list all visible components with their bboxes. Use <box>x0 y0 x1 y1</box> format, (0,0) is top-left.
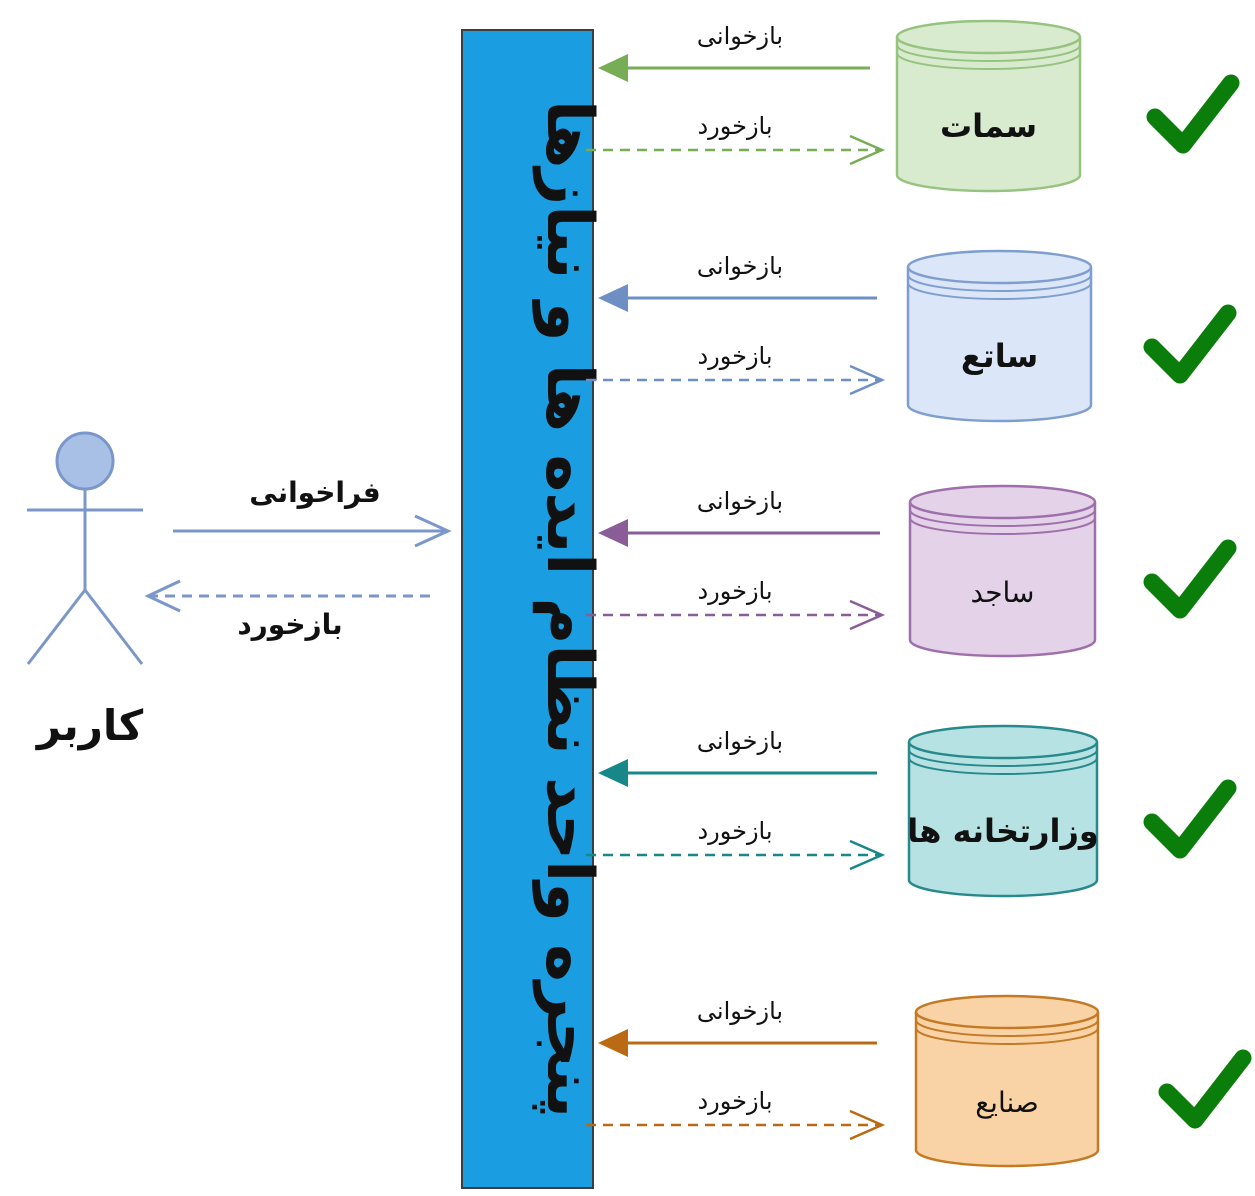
database-name: وزارتخانه ها <box>907 812 1099 850</box>
feedback-arrow-head <box>849 599 886 631</box>
database-ring <box>907 282 1092 300</box>
feedback-label: بازخورد <box>697 342 772 370</box>
check-icon <box>1143 304 1237 384</box>
fetch-label: بازخوانی <box>697 252 783 280</box>
system-row: ساتع بازخوانی بازخورد <box>586 249 1237 423</box>
actor-left-leg <box>26 589 87 665</box>
system-row: ساجد بازخوانی بازخورد <box>586 484 1237 658</box>
check-icon <box>1158 1049 1252 1129</box>
database-ring <box>908 749 1098 767</box>
database-ring <box>908 757 1098 775</box>
feedback-label: بازخورد <box>237 608 342 641</box>
fetch-arrow-head <box>598 54 628 82</box>
database-cylinder <box>906 267 1093 423</box>
fetch-arrow-head <box>598 519 628 547</box>
database-cylinder <box>907 742 1099 898</box>
central-window-label: پنجره واحد نظام ایده ها و نیازها <box>532 100 606 1118</box>
system-row: وزارتخانه ها بازخوانی بازخورد <box>586 724 1237 898</box>
database-name: سمات <box>940 107 1037 145</box>
check-icon <box>1146 74 1240 154</box>
database-top <box>914 994 1100 1030</box>
database-name: ساتع <box>961 337 1038 375</box>
check-icon <box>1143 539 1237 619</box>
actor-head <box>55 431 115 491</box>
fetch-label: بازخوانی <box>697 487 783 515</box>
system-row: صنایع بازخوانی بازخورد <box>586 994 1252 1168</box>
feedback-arrow-head <box>849 1109 886 1141</box>
feedback-arrow-head <box>144 579 181 613</box>
fetch-label: بازخوانی <box>697 727 783 755</box>
database-ring <box>915 1019 1099 1037</box>
feedback-label: بازخورد <box>697 577 772 605</box>
database-ring <box>909 517 1096 535</box>
central-window: پنجره واحد نظام ایده ها و نیازها <box>461 29 606 1189</box>
actor-label: کاربر <box>35 701 144 751</box>
database-name: صنایع <box>975 1086 1038 1119</box>
actor-right-leg <box>83 589 144 665</box>
fetch-label: بازخوانی <box>697 22 783 50</box>
systems-group: سماتبازخوانیبازخوردساتعبازخوانیبازخوردسا… <box>586 19 1252 1168</box>
check-icon <box>1143 779 1237 859</box>
database-top <box>908 484 1097 520</box>
database-ring <box>909 509 1096 527</box>
database-ring <box>915 1027 1099 1045</box>
database-ring <box>896 52 1081 70</box>
database-top <box>895 19 1082 55</box>
feedback-arrow-head <box>849 839 886 871</box>
fetch-arrow-head <box>598 759 628 787</box>
user-actor: کاربر <box>26 431 144 751</box>
feedback-arrow-head <box>849 134 886 166</box>
feedback-label: بازخورد <box>697 1087 772 1115</box>
database-top <box>906 249 1093 285</box>
fetch-arrow-head <box>598 1029 628 1057</box>
feedback-label: بازخورد <box>697 817 772 845</box>
fetch-arrow-head <box>598 284 628 312</box>
feedback-label: بازخورد <box>697 112 772 140</box>
system-row: سمات بازخوانی بازخورد <box>586 19 1240 193</box>
database-cylinder <box>908 502 1097 658</box>
database-ring <box>907 274 1092 292</box>
feedback-arrow-head <box>849 364 886 396</box>
database-cylinder <box>914 1012 1100 1168</box>
fetch-label: بازخوانی <box>697 997 783 1025</box>
database-top <box>907 724 1099 760</box>
call-label: فراخوانی <box>249 476 381 509</box>
call-arrow-head <box>414 514 452 548</box>
database-cylinder <box>895 37 1082 193</box>
database-ring <box>896 44 1081 62</box>
actor-links: فراخوانی بازخورد <box>144 476 452 641</box>
database-name: ساجد <box>971 576 1035 609</box>
central-window-bar <box>461 29 594 1189</box>
